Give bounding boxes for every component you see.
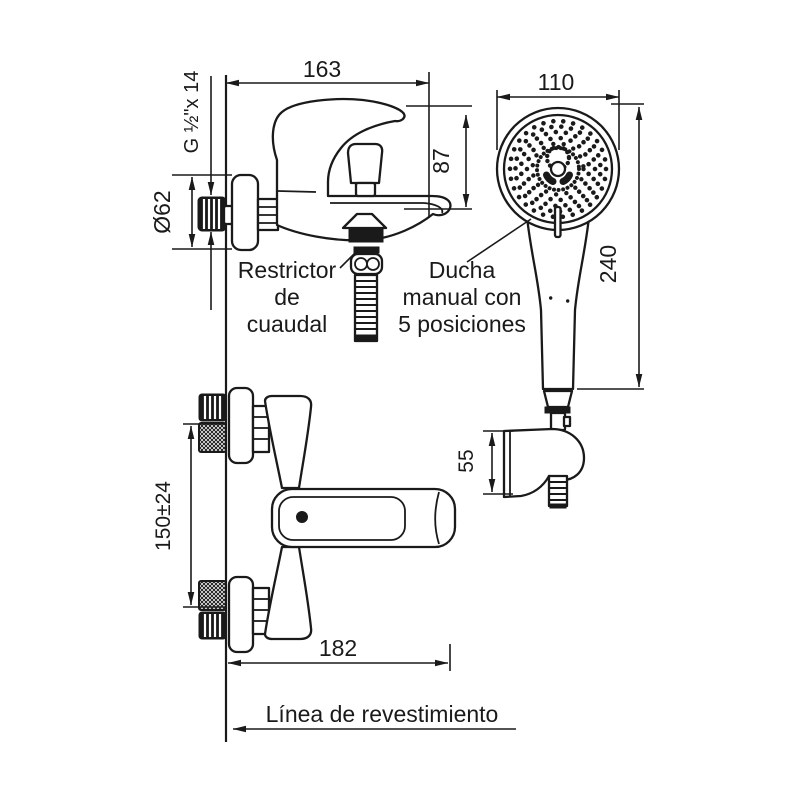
- wall-line-annotation: Línea de revestimiento: [232, 701, 516, 733]
- spray-nozzles: [507, 118, 609, 220]
- plan-body-lower-wing: [263, 545, 313, 641]
- spout-outlet-and-hose: [341, 212, 388, 343]
- hand-shower-annotation: Ducha manual con 5 posiciones: [398, 218, 532, 337]
- wall-line-label: Línea de revestimiento: [266, 701, 499, 727]
- brand-logo-dot: [296, 511, 308, 523]
- mixer-body-silhouette: [271, 97, 452, 242]
- plan-upper-connection: [198, 386, 271, 465]
- dim-62: Ø62: [149, 174, 232, 250]
- dim-thread: G ½"x 14: [181, 71, 215, 310]
- handle-connector: [542, 389, 574, 432]
- shower-head: [495, 106, 621, 239]
- dim-163-label: 163: [303, 56, 341, 82]
- plan-view: 150±24 182: [152, 386, 457, 671]
- escutcheon-flange: [230, 173, 260, 252]
- dim-62-label: Ø62: [149, 190, 175, 233]
- dim-182-label: 182: [319, 635, 357, 661]
- dim-150-label: 150±24: [152, 481, 175, 551]
- dim-55: 55: [455, 430, 513, 495]
- plan-lever-handle: [270, 487, 457, 549]
- restrictor-annotation: Restrictor de cuaudal: [238, 251, 357, 337]
- spout-inner-edge: [330, 202, 444, 214]
- dim-thread-label: G ½"x 14: [181, 71, 203, 154]
- dim-87-label: 87: [428, 148, 454, 174]
- holder-hose: [547, 474, 569, 509]
- dim-163: 163: [225, 56, 430, 218]
- plan-lower-connection: [198, 575, 271, 654]
- shower-label-line2: manual con: [403, 284, 522, 310]
- dim-240-label: 240: [595, 245, 621, 283]
- wall-union-nut: [197, 196, 235, 232]
- shower-holder-bracket: [502, 427, 586, 509]
- dim-55-label: 55: [455, 449, 478, 472]
- union-connector: [256, 197, 280, 232]
- handle-seam-slot: [553, 205, 562, 239]
- spray-selector-hub: [535, 144, 581, 192]
- shower-hose: [353, 273, 379, 343]
- dim-150: 150±24: [152, 423, 227, 608]
- dim-110-label: 110: [538, 69, 575, 95]
- shower-handle: [526, 220, 590, 391]
- dim-240: 240: [577, 103, 644, 390]
- dim-87: 87: [404, 105, 472, 210]
- diverter-knob: [346, 142, 384, 198]
- plan-body-upper-wing: [263, 394, 313, 490]
- flow-restrictor: [353, 246, 380, 254]
- hand-shower: 110 240 55 Ducha manual con 5 posiciones: [398, 69, 644, 509]
- restrictor-label-line3: cuaudal: [247, 311, 328, 337]
- shower-label-line3: 5 posiciones: [398, 311, 526, 337]
- body-seam-line: [277, 190, 317, 193]
- dim-182: 182: [227, 635, 451, 671]
- side-view: 163 87 Ø62 G ½"x 14 Restrictor de cuauda…: [149, 56, 472, 343]
- restrictor-label-line1: Restrictor: [238, 257, 337, 283]
- restrictor-label-line2: de: [274, 284, 300, 310]
- shower-label-line1: Ducha: [429, 257, 496, 283]
- dim-110: 110: [496, 69, 620, 150]
